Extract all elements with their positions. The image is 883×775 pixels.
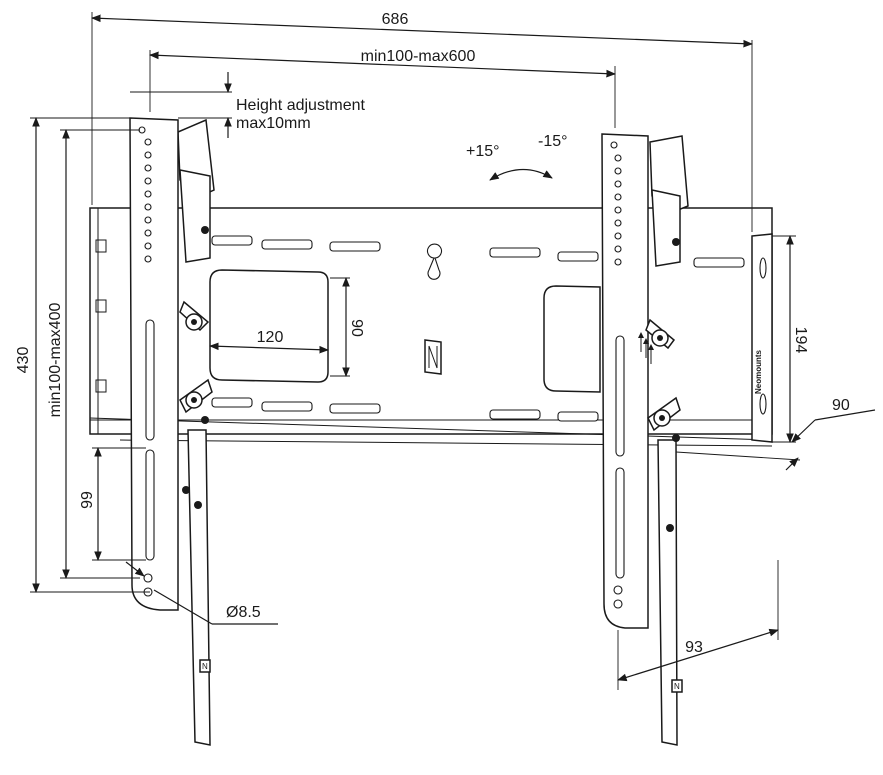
dimension-cutout-height: 90 [330,277,365,377]
plate-height-label: 194 [792,327,809,354]
cutout-height-label: 90 [348,319,365,337]
left-cutout [209,269,329,383]
dimension-height-adjustment: Height adjustment max10mm [130,72,366,138]
bottom-slots [211,397,599,422]
tilt-up-label: +15° [466,143,500,160]
dimension-vesa-vertical: min100-max400 [47,129,140,579]
dimension-wall-distance: 90 [675,397,876,471]
left-arm-holes [138,126,153,597]
vesa-vertical-label: min100-max400 [47,303,64,418]
plate-brand-text: Neomounts [754,349,763,394]
overall-height-label: 430 [15,347,32,374]
dimension-depth: 93 [617,560,779,690]
hole-diameter-label: Ø8.5 [226,604,261,621]
right-arm-knob [645,318,681,432]
right-arm-holes [610,141,623,609]
dimension-overall-width: 686 [91,11,753,232]
unlock-arrows-icon [638,332,654,364]
dimension-vesa-horizontal: min100-max600 [149,48,616,128]
overall-width-label: 686 [382,11,409,28]
keyhole [426,243,443,280]
svg-text:N: N [202,662,208,671]
right-arm: N [601,133,689,746]
right-cutout [543,285,601,393]
dimension-hole-diameter: Ø8.5 [125,561,278,625]
depth-label: 93 [685,639,703,656]
cutout-width-label: 120 [257,329,284,346]
dimension-cutout-width: 120 [209,329,329,354]
arm-spacing-label: 99 [79,491,96,509]
height-adjustment-value: max10mm [236,115,311,132]
svg-text:N: N [674,682,680,691]
dimension-overall-height: 430 [15,117,150,593]
left-arm: N [129,117,215,746]
dimension-arm-spacing: 99 [79,447,146,561]
plate-logo [424,339,442,375]
wall-distance-label: 90 [832,397,850,414]
dimension-plate-height: 194 [772,235,809,443]
tilt-indicator: +15° -15° [466,133,568,181]
tilt-down-label: -15° [538,133,568,150]
left-arm-knob [179,300,213,414]
height-adjustment-label: Height adjustment [236,97,366,114]
top-slots [211,235,745,268]
vesa-horizontal-label: min100-max600 [361,48,476,65]
